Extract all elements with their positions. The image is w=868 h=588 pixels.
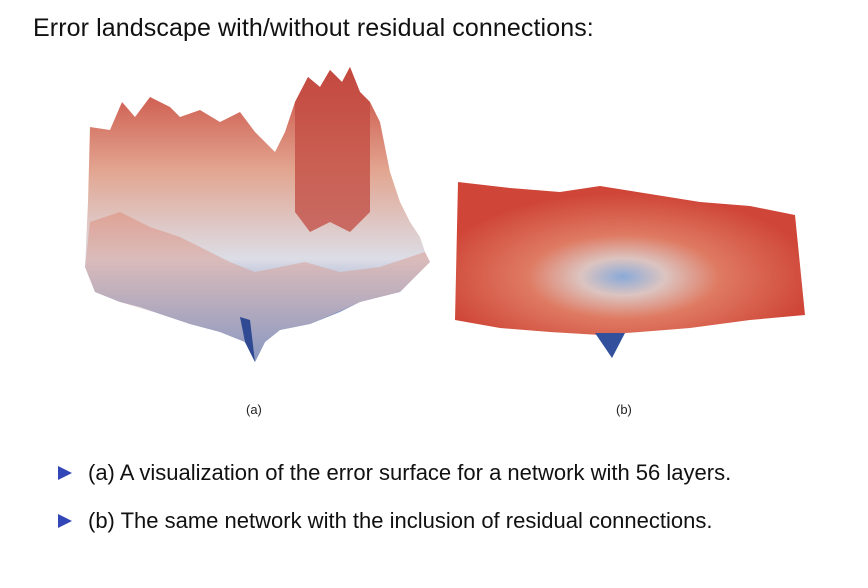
slide-title: Error landscape with/without residual co… — [33, 14, 594, 42]
bullet-text: (b) The same network with the inclusion … — [88, 508, 713, 533]
error-surface-without-residual — [85, 67, 430, 362]
bullet-item: (a) A visualization of the error surface… — [58, 458, 858, 488]
bullet-list: (a) A visualization of the error surface… — [58, 458, 858, 554]
error-surface-with-residual — [455, 182, 805, 358]
bullet-item: (b) The same network with the inclusion … — [58, 506, 858, 536]
figure-b-caption: (b) — [616, 402, 632, 417]
triangle-bullet-icon — [58, 466, 72, 480]
figure-a-caption: (a) — [246, 402, 262, 417]
triangle-bullet-icon — [58, 514, 72, 528]
bullet-text: (a) A visualization of the error surface… — [88, 460, 732, 485]
